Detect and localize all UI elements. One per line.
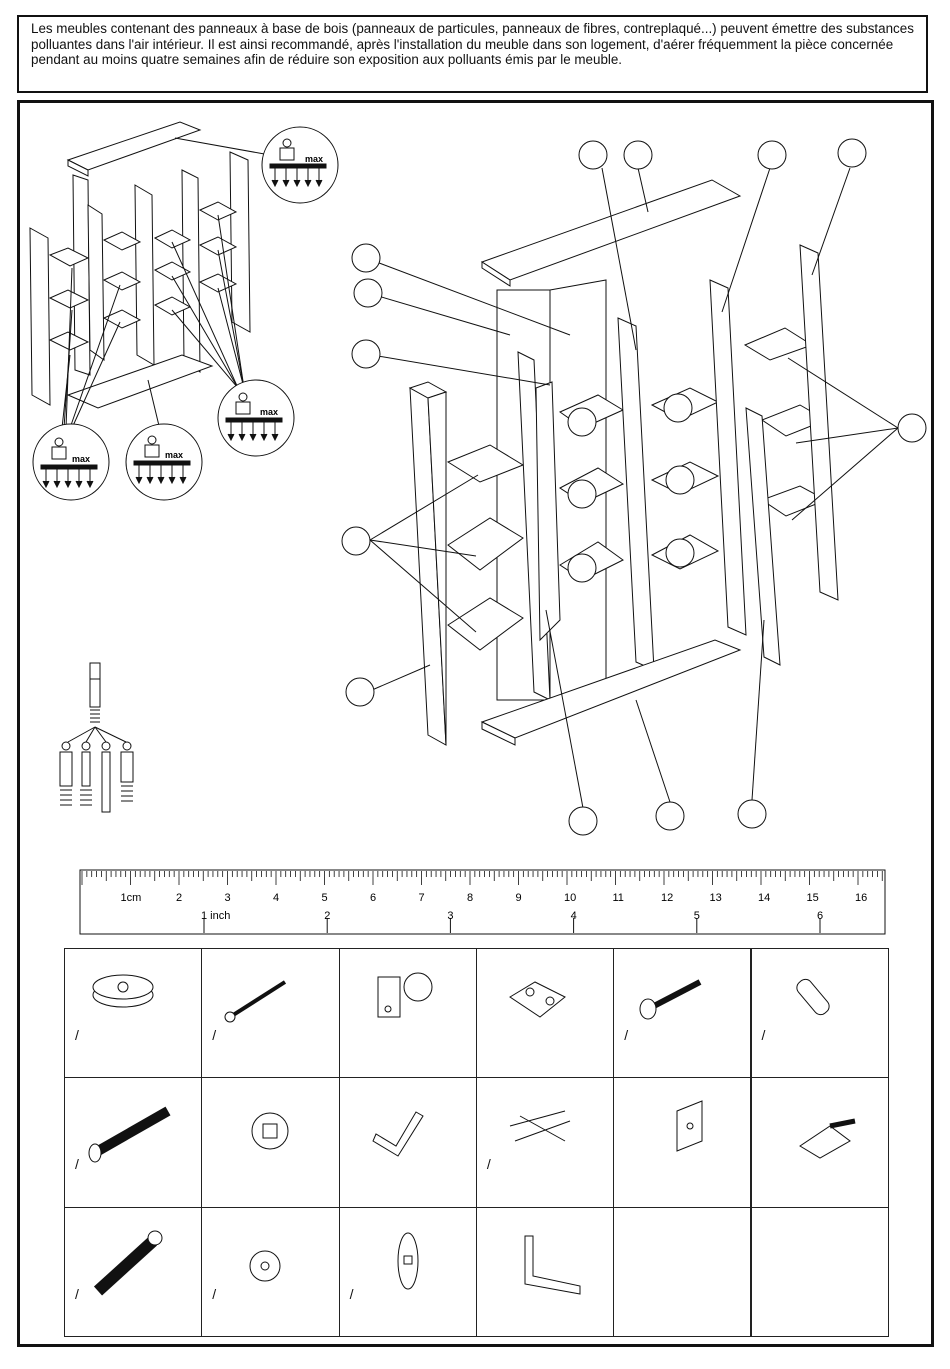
allen-key-icon xyxy=(371,1111,424,1157)
max-load-icon xyxy=(32,423,110,501)
bolt-variants-drawing xyxy=(59,662,134,813)
quantity-marker: / xyxy=(75,1285,79,1302)
foot-glide-icon xyxy=(92,974,154,1008)
quantity-marker: / xyxy=(349,1285,354,1302)
hardware-cell-empty xyxy=(750,1206,889,1337)
hardware-cell-hinge-plate xyxy=(475,948,615,1079)
assembly-overview-frame xyxy=(17,100,934,1347)
max-load-label: max xyxy=(72,454,90,464)
ruler-cm-label: 5 xyxy=(322,892,328,904)
ruler-cm-label: 7 xyxy=(419,892,425,904)
ruler-cm-label: 9 xyxy=(516,892,522,904)
quantity-marker: / xyxy=(624,1027,629,1043)
hardware-cell-nails: / xyxy=(475,1077,615,1208)
ruler-inch-label: 6 xyxy=(817,910,823,922)
max-load-label: max xyxy=(305,154,323,164)
quantity-marker: / xyxy=(212,1027,217,1043)
max-load-icon xyxy=(125,423,203,501)
ruler-inch-labels: 1 inch 2 3 4 5 6 xyxy=(201,910,823,933)
max-load-icon xyxy=(261,126,339,204)
ruler-cm-label: 8 xyxy=(467,892,473,904)
hardware-cell-corner-connector xyxy=(750,1077,889,1208)
ruler-inch-label: 3 xyxy=(447,910,453,922)
nails-icon xyxy=(509,1110,571,1142)
ruler-cm-labels: 1cm 2 3 4 5 6 7 8 9 10 11 12 13 14 15 16 xyxy=(121,892,868,904)
quantity-marker: / xyxy=(486,1156,491,1173)
hardware-cell-hinge xyxy=(338,948,477,1079)
hardware-cell-wooden-dowel: / xyxy=(750,948,889,1079)
pollutant-notice: Les meubles contenant des panneaux à bas… xyxy=(17,15,928,93)
hardware-cell-wood-screw: / xyxy=(201,948,340,1079)
quantity-marker: / xyxy=(761,1027,766,1043)
ruler-cm-label: 3 xyxy=(225,892,231,904)
ruler-cm-label: 4 xyxy=(273,892,279,904)
hinge-plate-icon xyxy=(508,981,566,1018)
ruler-cm-label: 10 xyxy=(564,892,576,904)
hinge-icon xyxy=(377,972,433,1018)
quantity-marker: / xyxy=(75,1156,79,1173)
hardware-cell-cam-bolt: / xyxy=(64,1077,203,1208)
disc-icon xyxy=(397,1232,419,1290)
measurement-ruler xyxy=(79,869,886,935)
cam-connector-icon xyxy=(249,1250,281,1282)
max-load-label: max xyxy=(165,450,183,460)
hardware-cell-cam-connector: / xyxy=(201,1206,340,1337)
ruler-cm-label: 1cm xyxy=(121,892,142,904)
ruler-inch-label: 2 xyxy=(324,910,330,922)
max-load-icon xyxy=(217,379,295,457)
hardware-cell-wall-bracket xyxy=(613,1077,752,1208)
small-overview-drawing xyxy=(29,121,271,431)
part-callout xyxy=(341,138,927,836)
ruler-cm-label: 16 xyxy=(855,892,867,904)
ruler-inch-label: 4 xyxy=(571,910,577,922)
hardware-cell-empty xyxy=(613,1206,752,1337)
quantity-marker: / xyxy=(212,1285,217,1302)
cam-lock-icon xyxy=(251,1112,289,1150)
ruler-cm-label: 15 xyxy=(807,892,819,904)
hardware-cell-flat-screw: / xyxy=(613,948,752,1079)
wall-bracket-icon xyxy=(676,1100,703,1153)
angle-bracket-icon xyxy=(524,1235,581,1295)
ruler-cm-label: 13 xyxy=(710,892,722,904)
ruler-inch-label: 5 xyxy=(694,910,700,922)
ruler-cm-label: 14 xyxy=(758,892,770,904)
corner-connector-icon xyxy=(798,1118,855,1159)
hardware-table: / / / / / / / / / xyxy=(64,948,889,1337)
wood-screw-icon xyxy=(224,980,287,1023)
ruler-inch-label: 1 inch xyxy=(201,910,230,922)
ruler-cm-label: 2 xyxy=(176,892,182,904)
flat-screw-icon xyxy=(639,979,702,1020)
cam-bolt-icon xyxy=(88,1106,171,1163)
ruler-cm-label: 6 xyxy=(370,892,376,904)
hardware-cell-allen-key xyxy=(338,1077,477,1208)
max-load-label: max xyxy=(260,407,278,417)
ruler-cm-label: 12 xyxy=(661,892,673,904)
ruler-cm-label: 11 xyxy=(613,892,624,904)
connector-bolt-icon xyxy=(93,1230,163,1296)
hardware-cell-foot-glide: / xyxy=(64,948,203,1079)
exploded-view-drawing xyxy=(365,167,899,809)
dowel-icon xyxy=(795,978,830,1016)
hardware-cell-angle-bracket xyxy=(475,1206,615,1337)
hardware-cell-disc: / xyxy=(338,1206,477,1337)
hardware-cell-connector-bolt: / xyxy=(64,1206,203,1337)
hardware-cell-cam-lock xyxy=(201,1077,340,1208)
quantity-marker: / xyxy=(75,1027,79,1043)
